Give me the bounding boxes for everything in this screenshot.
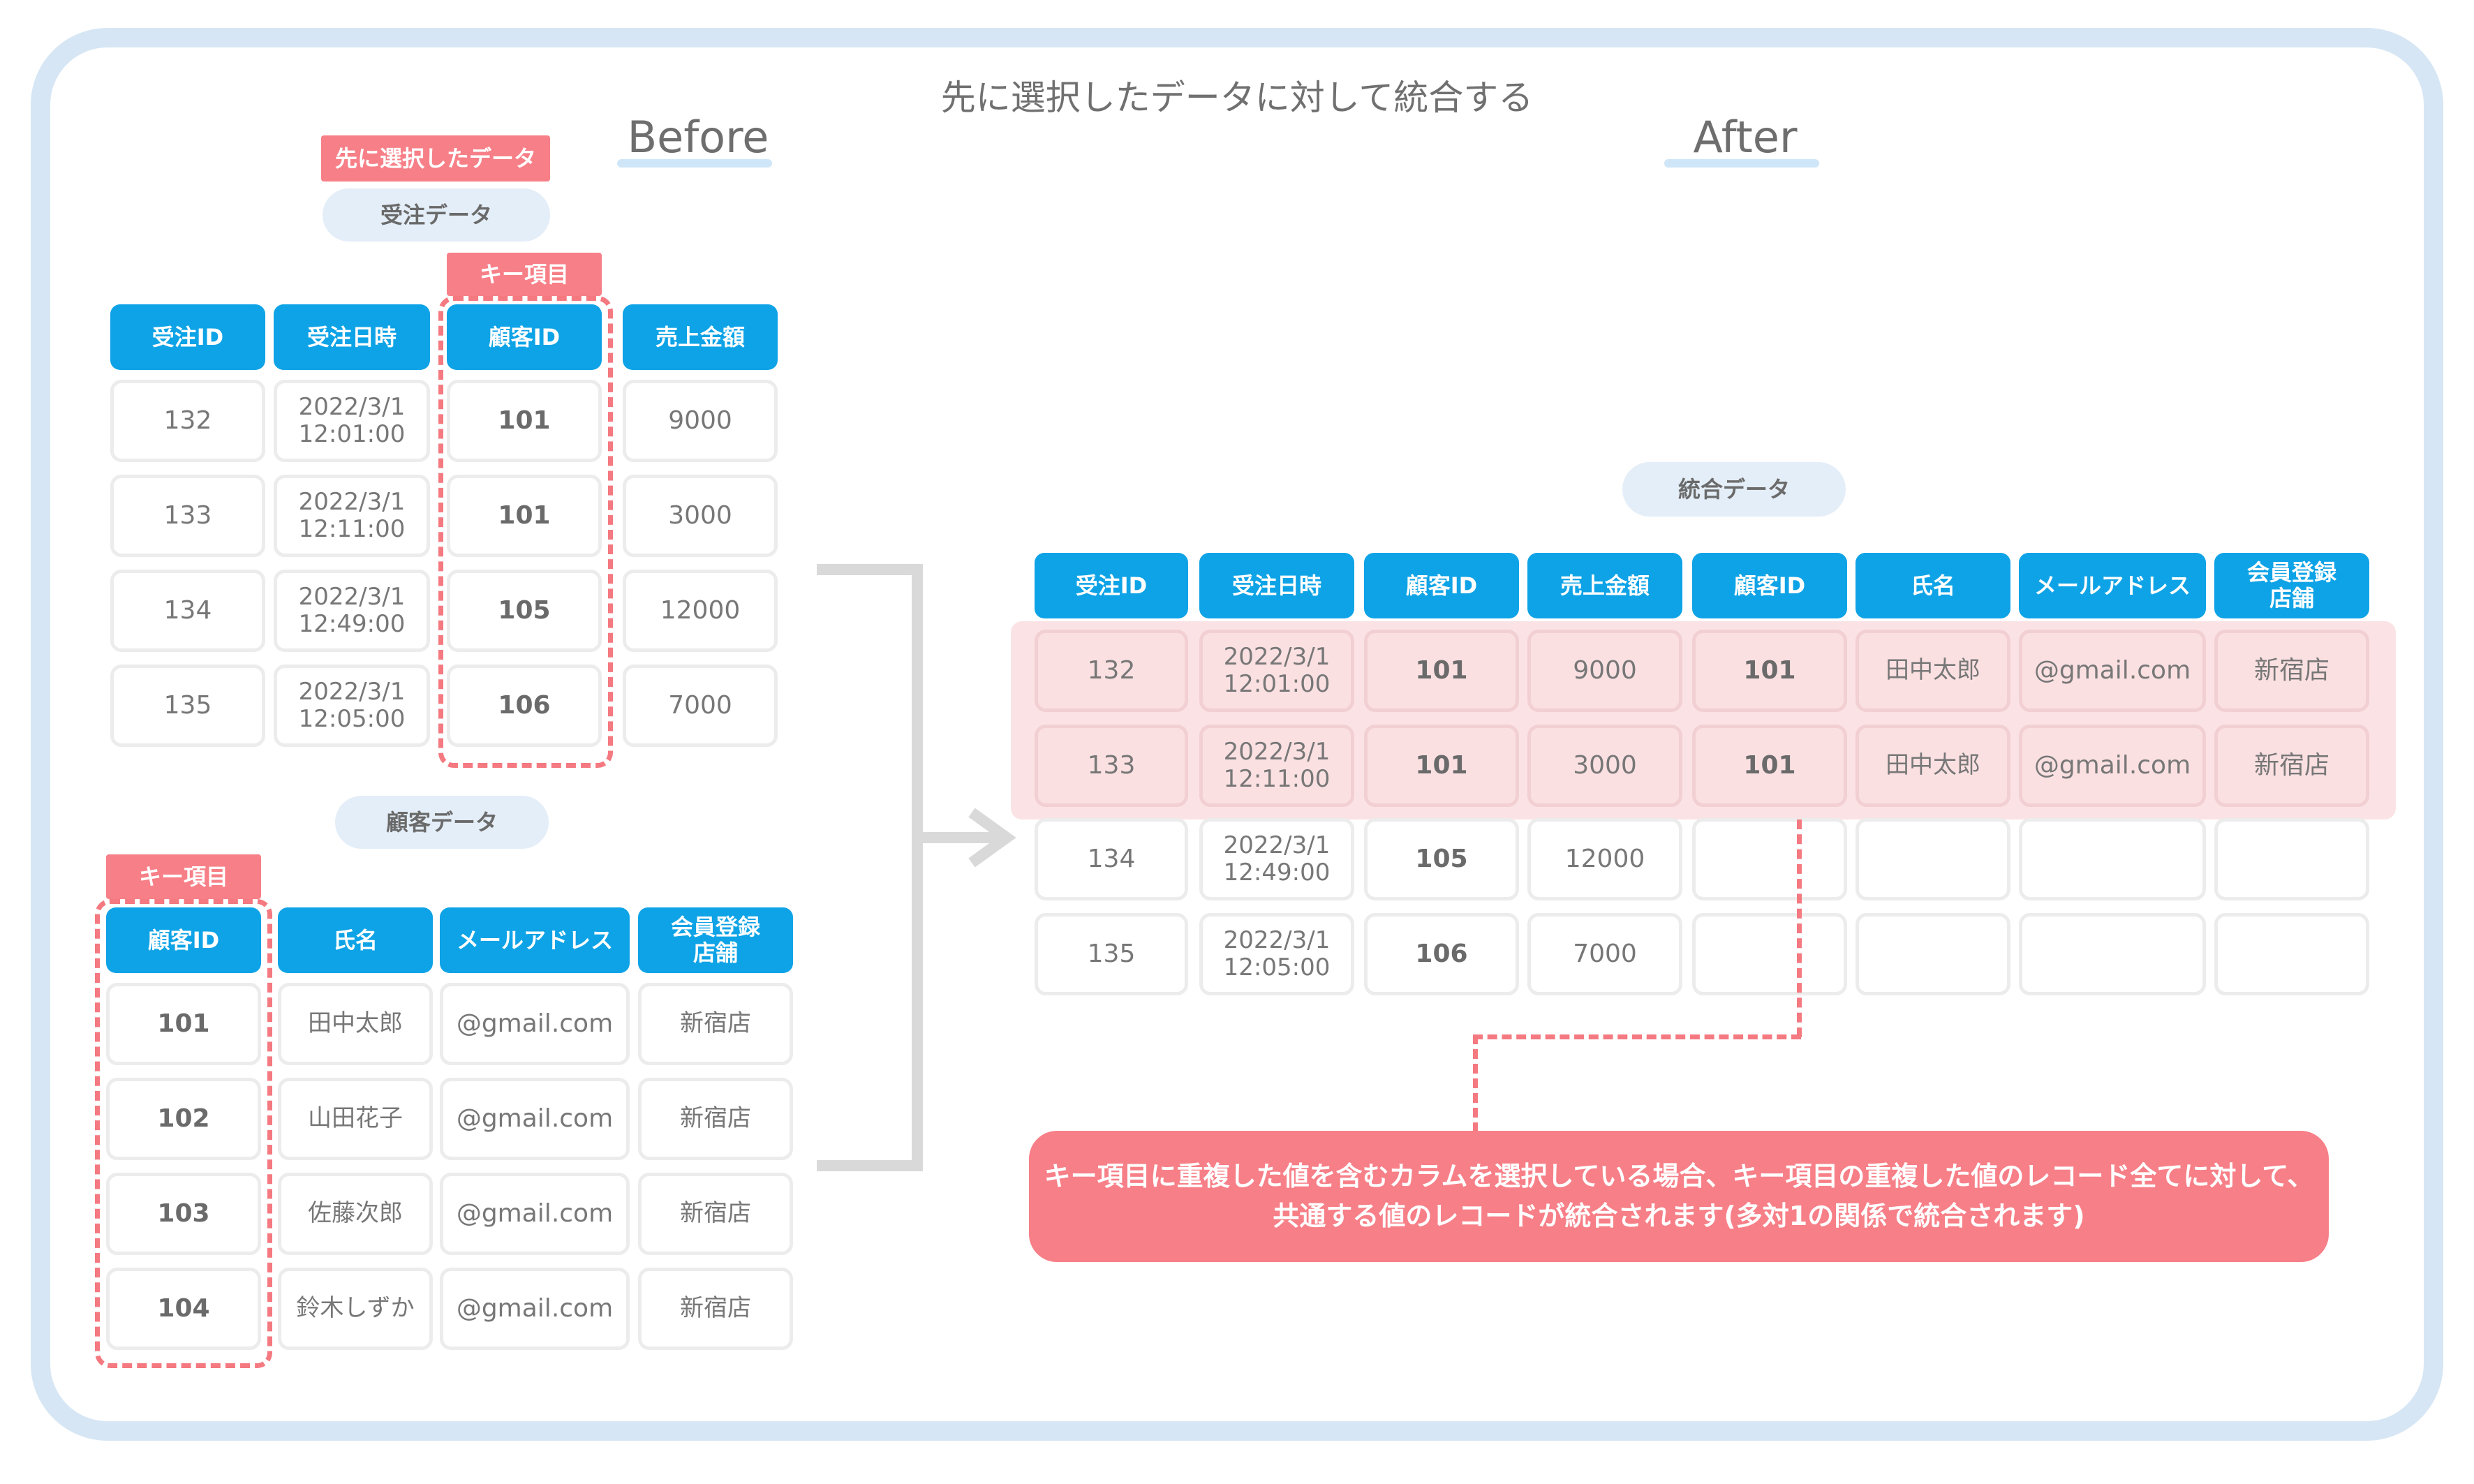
connector-vertical-2 [1473, 1034, 1478, 1132]
merged-table-cell: 新宿店 [2214, 725, 2369, 807]
orders-table-header: 受注日時 [274, 304, 430, 370]
merged-table-header: 受注日時 [1199, 553, 1354, 618]
merged-table-cell: 7000 [1527, 913, 1682, 995]
merged-table-cell [1856, 818, 2010, 900]
merged-table-header: 氏名 [1856, 553, 2010, 618]
customers-key-tag: キー項目 [106, 854, 261, 899]
customers-table-header: 氏名 [278, 907, 433, 973]
orders-table-cell: 101 [447, 380, 602, 462]
connector-vertical-1 [1797, 819, 1802, 1037]
customers-key-column-outline [95, 899, 272, 1368]
customers-table-cell: 104 [106, 1268, 261, 1350]
merged-table-cell: 2022/3/1 12:01:00 [1199, 630, 1354, 712]
merged-data-label: 統合データ [1622, 462, 1846, 517]
customers-table-cell: 新宿店 [638, 983, 793, 1065]
merged-table-cell [2214, 913, 2369, 995]
merged-table-cell: 101 [1364, 630, 1519, 712]
customers-data-label: 顧客データ [335, 796, 549, 849]
orders-table-cell: 134 [110, 570, 265, 652]
merged-table-cell: @gmail.com [2019, 725, 2206, 807]
merged-table-cell [2214, 818, 2369, 900]
merged-table-cell: 12000 [1527, 818, 1682, 900]
customers-table-cell: 102 [106, 1078, 261, 1160]
orders-table-cell: 132 [110, 380, 265, 462]
merged-table-cell: 105 [1364, 818, 1519, 900]
merged-table-header: 受注ID [1035, 553, 1188, 618]
merge-note: キー項目に重複した値を含むカラムを選択している場合、キー項目の重複した値のレコー… [1029, 1131, 2329, 1262]
customers-table-cell: 山田花子 [278, 1078, 433, 1160]
merged-table-header: メールアドレス [2019, 553, 2206, 618]
merged-table-cell: @gmail.com [2019, 630, 2206, 712]
after-underline [1664, 159, 1819, 168]
merged-table-header: 売上金額 [1527, 553, 1682, 618]
orders-table-cell: 7000 [623, 665, 778, 747]
merged-table-cell: 134 [1035, 818, 1188, 900]
connector-horizontal [1473, 1034, 1801, 1039]
customers-table-cell: 新宿店 [638, 1173, 793, 1255]
merged-table-cell [2019, 818, 2206, 900]
orders-key-column-outline [438, 296, 613, 768]
before-label: Before [627, 112, 769, 163]
customers-table-cell: 新宿店 [638, 1078, 793, 1160]
orders-table-cell: 135 [110, 665, 265, 747]
merged-table-cell: 101 [1692, 630, 1847, 712]
orders-table-cell: 2022/3/1 12:05:00 [274, 665, 430, 747]
merged-table-cell: 101 [1692, 725, 1847, 807]
merged-table-cell: 2022/3/1 12:05:00 [1199, 913, 1354, 995]
customers-table-cell: 新宿店 [638, 1268, 793, 1350]
merged-table-cell [2019, 913, 2206, 995]
merged-table-header: 顧客ID [1364, 553, 1519, 618]
orders-table-header: 顧客ID [447, 304, 602, 370]
orders-table-header: 売上金額 [623, 304, 778, 370]
merge-arrow-icon [921, 808, 1016, 868]
orders-key-tag: キー項目 [447, 253, 602, 296]
merged-table-header: 顧客ID [1692, 553, 1847, 618]
merge-bracket [817, 564, 923, 1171]
orders-table-cell: 105 [447, 570, 602, 652]
merged-table-cell: 101 [1364, 725, 1519, 807]
customers-table-cell: 103 [106, 1173, 261, 1255]
customers-table-cell: @gmail.com [440, 1078, 630, 1160]
merged-table-cell [1692, 913, 1847, 995]
orders-data-label: 受注データ [323, 188, 550, 242]
merged-table-cell: 新宿店 [2214, 630, 2369, 712]
customers-table-cell: 田中太郎 [278, 983, 433, 1065]
customers-table-cell: 佐藤次郎 [278, 1173, 433, 1255]
customers-table-header: メールアドレス [440, 907, 630, 973]
orders-table-cell: 12000 [623, 570, 778, 652]
orders-table-cell: 133 [110, 475, 265, 557]
merged-table-cell: 135 [1035, 913, 1188, 995]
merged-table-cell [1856, 913, 2010, 995]
customers-table-header: 顧客ID [106, 907, 261, 973]
orders-table-cell: 2022/3/1 12:11:00 [274, 475, 430, 557]
orders-table-cell: 2022/3/1 12:49:00 [274, 570, 430, 652]
orders-table-cell: 101 [447, 475, 602, 557]
merged-table-cell: 3000 [1527, 725, 1682, 807]
customers-table-cell: 鈴木しずか [278, 1268, 433, 1350]
merged-table-cell: 2022/3/1 12:11:00 [1199, 725, 1354, 807]
customers-table-cell: 101 [106, 983, 261, 1065]
main-title: 先に選択したデータに対して統合する [940, 77, 1534, 118]
orders-table-cell: 2022/3/1 12:01:00 [274, 380, 430, 462]
customers-table-cell: @gmail.com [440, 1268, 630, 1350]
merged-table-cell: 田中太郎 [1856, 725, 2010, 807]
merged-table-cell: 133 [1035, 725, 1188, 807]
customers-table-header: 会員登録 店舗 [638, 907, 793, 973]
merged-table-header: 会員登録 店舗 [2214, 553, 2369, 618]
merged-table-cell: 田中太郎 [1856, 630, 2010, 712]
customers-table-cell: @gmail.com [440, 983, 630, 1065]
after-label: After [1693, 112, 1798, 163]
merged-table-cell: 2022/3/1 12:49:00 [1199, 818, 1354, 900]
merged-table-cell: 106 [1364, 913, 1519, 995]
orders-table-cell: 106 [447, 665, 602, 747]
before-underline [617, 159, 772, 168]
orders-table-cell: 3000 [623, 475, 778, 557]
customers-table-cell: @gmail.com [440, 1173, 630, 1255]
orders-table-header: 受注ID [110, 304, 265, 370]
merged-table-cell [1692, 818, 1847, 900]
merged-table-cell: 132 [1035, 630, 1188, 712]
orders-table-cell: 9000 [623, 380, 778, 462]
merged-table-cell: 9000 [1527, 630, 1682, 712]
selected-data-tag: 先に選択したデータ [321, 135, 550, 181]
